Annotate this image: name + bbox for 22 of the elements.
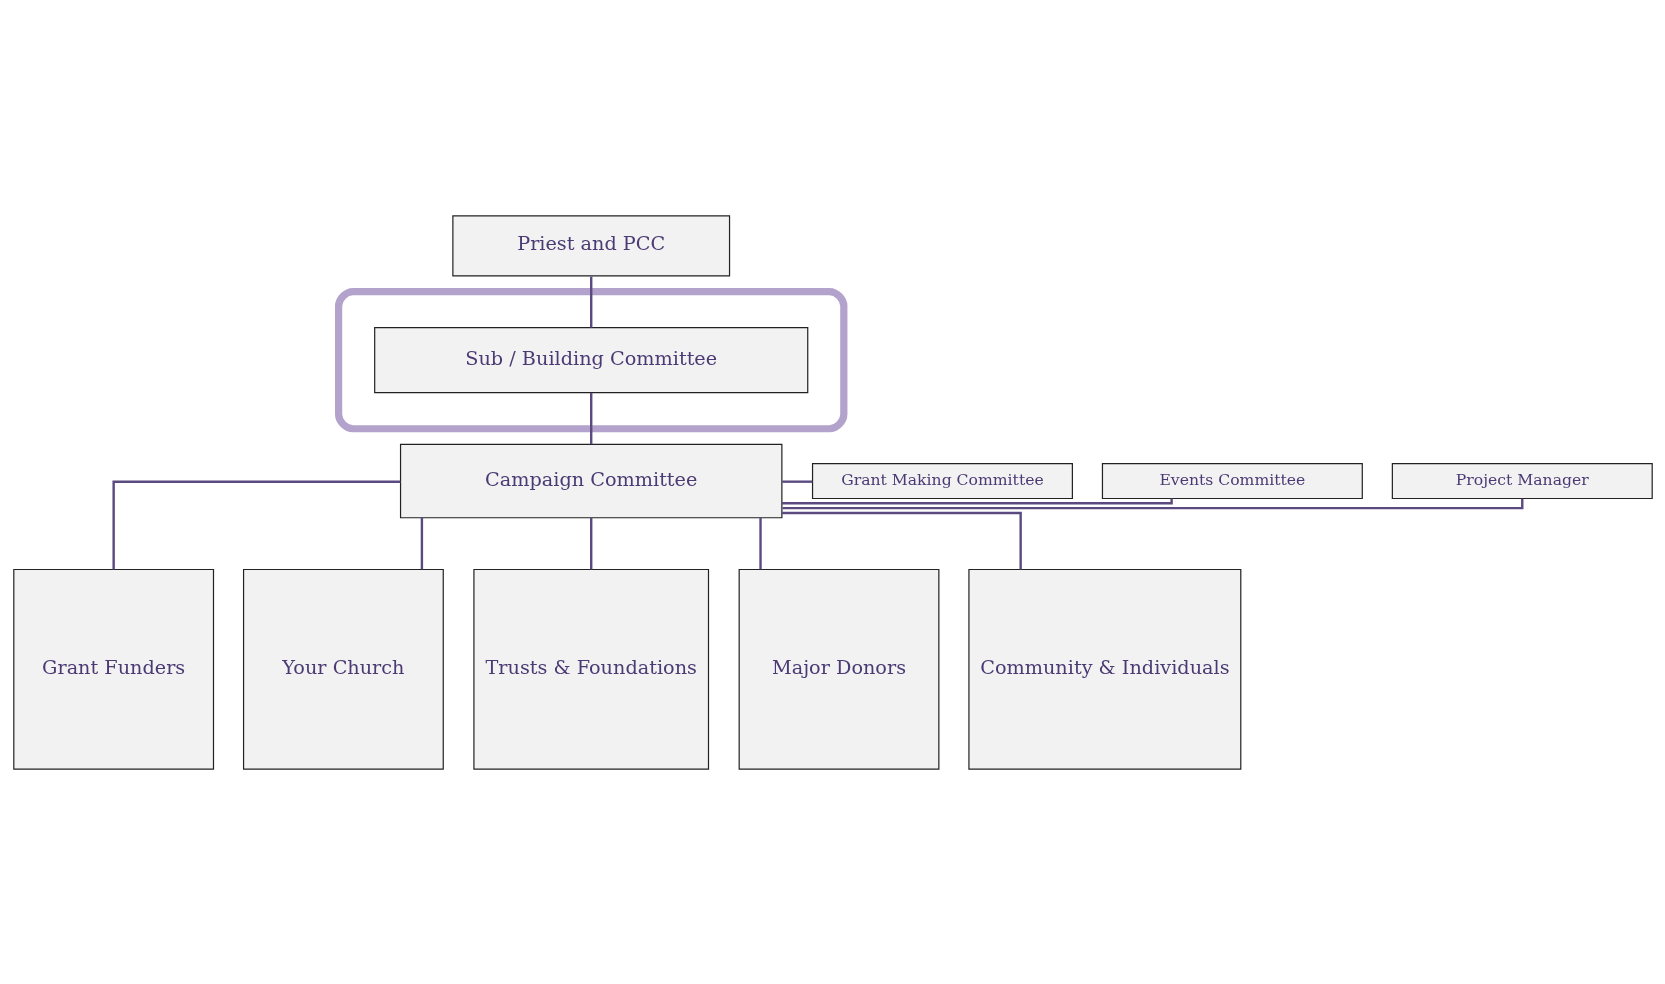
- node-box: Sub / Building Committee: [373, 326, 808, 393]
- connector: [781, 479, 812, 483]
- connector: [589, 517, 592, 569]
- node-box: Major Donors: [738, 568, 939, 770]
- connector: [781, 511, 1022, 569]
- node-box: Project Manager: [1391, 462, 1653, 499]
- connector: [781, 498, 1173, 505]
- node-box: Grant Making Committee: [811, 462, 1073, 499]
- connector: [758, 517, 762, 569]
- cluster: [334, 287, 847, 432]
- connector: [589, 392, 592, 444]
- node-box: Priest and PCC: [451, 214, 730, 277]
- node-box: Events Committee: [1101, 462, 1363, 499]
- node-box: Your Church: [242, 568, 444, 770]
- node-box: Campaign Committee: [399, 443, 782, 518]
- connector: [420, 517, 423, 569]
- connector: [589, 276, 592, 327]
- node-box: Community & Individuals: [967, 568, 1241, 770]
- node-box: Trusts & Foundations: [472, 568, 709, 770]
- connector: [111, 479, 400, 569]
- connector: [781, 498, 1523, 509]
- node-box: Grant Funders: [12, 568, 214, 770]
